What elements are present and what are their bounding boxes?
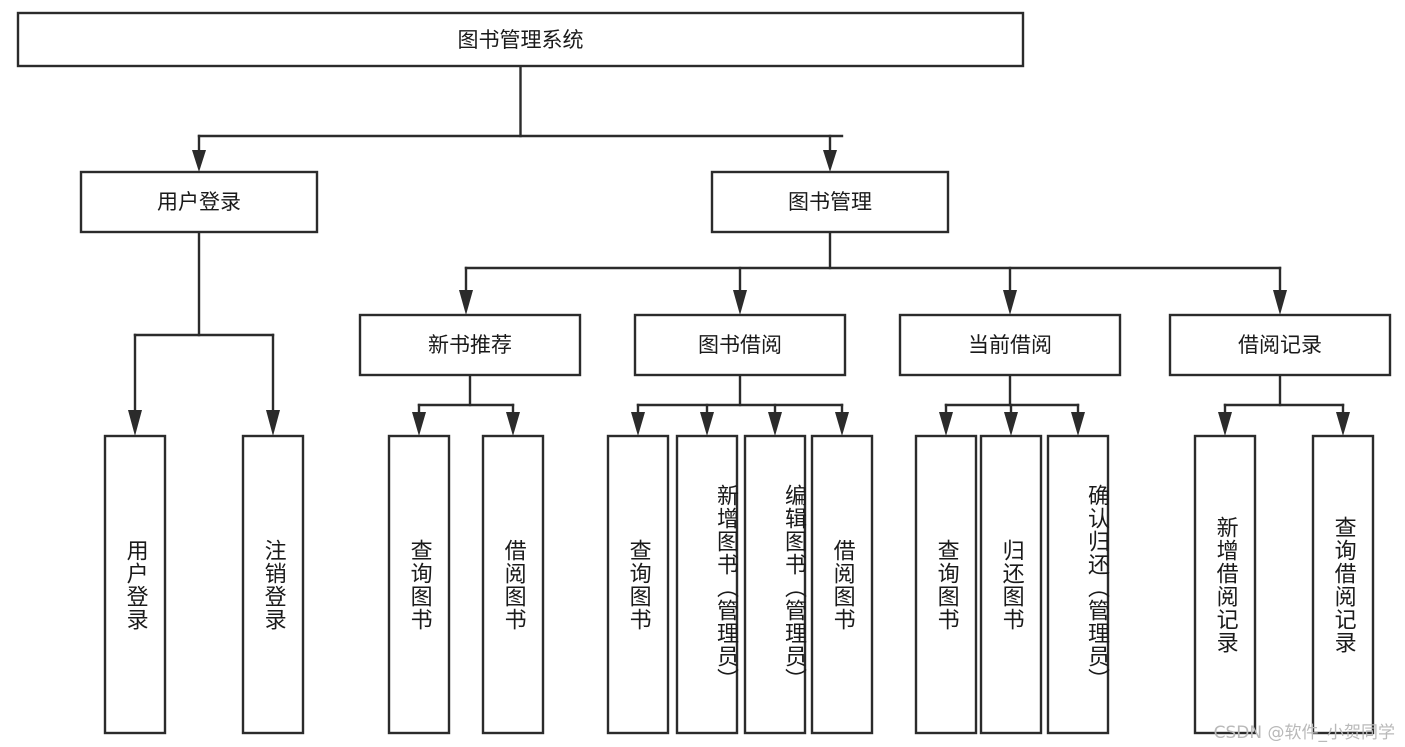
node-borrow-record-label: 借阅记录: [1238, 333, 1322, 357]
connector-bookmanage-to-level2: [459, 230, 1287, 315]
node-root[interactable]: 图书管理系统: [16, 11, 1025, 68]
node-current-borrow[interactable]: 当前借阅: [898, 313, 1122, 377]
leaf-box-borrow-book-1[interactable]: [481, 434, 545, 735]
arrow-head-leaf-query-book-3: [939, 412, 953, 436]
connector-root-to-level1: [192, 64, 844, 172]
connector-bookborrow-to-leaves: [631, 373, 849, 436]
node-book-borrow[interactable]: 图书借阅: [633, 313, 847, 377]
arrow-head-leaf-borrow-book-1: [506, 412, 520, 436]
leaf-box-add-record[interactable]: [1193, 434, 1257, 735]
connector-userlogin-to-leaves: [128, 230, 280, 436]
node-root-label: 图书管理系统: [458, 28, 584, 52]
connector-currentborrow-to-leaves: [939, 373, 1085, 436]
node-borrow-record[interactable]: 借阅记录: [1168, 313, 1392, 377]
connector-newbook-to-leaves: [412, 373, 520, 436]
arrow-head-leaf-edit-book: [768, 412, 782, 436]
node-current-borrow-label: 当前借阅: [968, 333, 1052, 357]
leaf-box-add-book[interactable]: [675, 434, 739, 735]
arrow-head-leaf-return-book: [1004, 412, 1018, 436]
leaf-box-borrow-book-2[interactable]: [810, 434, 874, 735]
node-user-login-label: 用户登录: [157, 190, 241, 214]
node-book-borrow-label: 图书借阅: [698, 333, 782, 357]
node-user-login[interactable]: 用户登录: [79, 170, 319, 234]
arrow-head-leaf-query-book-1: [412, 412, 426, 436]
node-book-management-label: 图书管理: [788, 190, 872, 214]
arrow-head-leaf-logout: [266, 410, 280, 436]
node-book-management[interactable]: 图书管理: [710, 170, 950, 234]
connector-borrowrecord-to-leaves: [1218, 373, 1350, 436]
arrow-head-leaf-confirm-return: [1071, 412, 1085, 436]
arrow-head-user-login: [192, 150, 206, 172]
arrow-head-leaf-user-login: [128, 410, 142, 436]
arrow-head-leaf-borrow-book-2: [835, 412, 849, 436]
leaf-box-confirm-return[interactable]: [1046, 434, 1110, 735]
arrow-head-leaf-add-book: [700, 412, 714, 436]
arrow-head-current-borrow: [1003, 290, 1017, 315]
leaf-box-user-login[interactable]: [103, 434, 167, 735]
leaf-box-edit-book[interactable]: [743, 434, 807, 735]
arrow-head-leaf-query-record: [1336, 412, 1350, 436]
leaf-box-query-book-1[interactable]: [387, 434, 451, 735]
arrow-head-leaf-query-book-2: [631, 412, 645, 436]
leaf-box-query-book-3[interactable]: [914, 434, 978, 735]
node-new-book-recommend[interactable]: 新书推荐: [358, 313, 582, 377]
arrow-head-borrow-book: [733, 290, 747, 315]
arrow-head-borrow-record: [1273, 290, 1287, 315]
leaf-boxes: [103, 434, 1375, 735]
arrow-head-leaf-add-record: [1218, 412, 1232, 436]
arrow-head-new-book: [459, 290, 473, 315]
leaf-box-logout[interactable]: [241, 434, 305, 735]
arrow-head-book-manage: [823, 150, 837, 172]
node-new-book-recommend-label: 新书推荐: [428, 333, 512, 357]
leaf-box-return-book[interactable]: [979, 434, 1043, 735]
leaf-box-query-record[interactable]: [1311, 434, 1375, 735]
leaf-box-query-book-2[interactable]: [606, 434, 670, 735]
csdn-watermark: CSDN @软件_小贺同学: [1213, 723, 1395, 743]
